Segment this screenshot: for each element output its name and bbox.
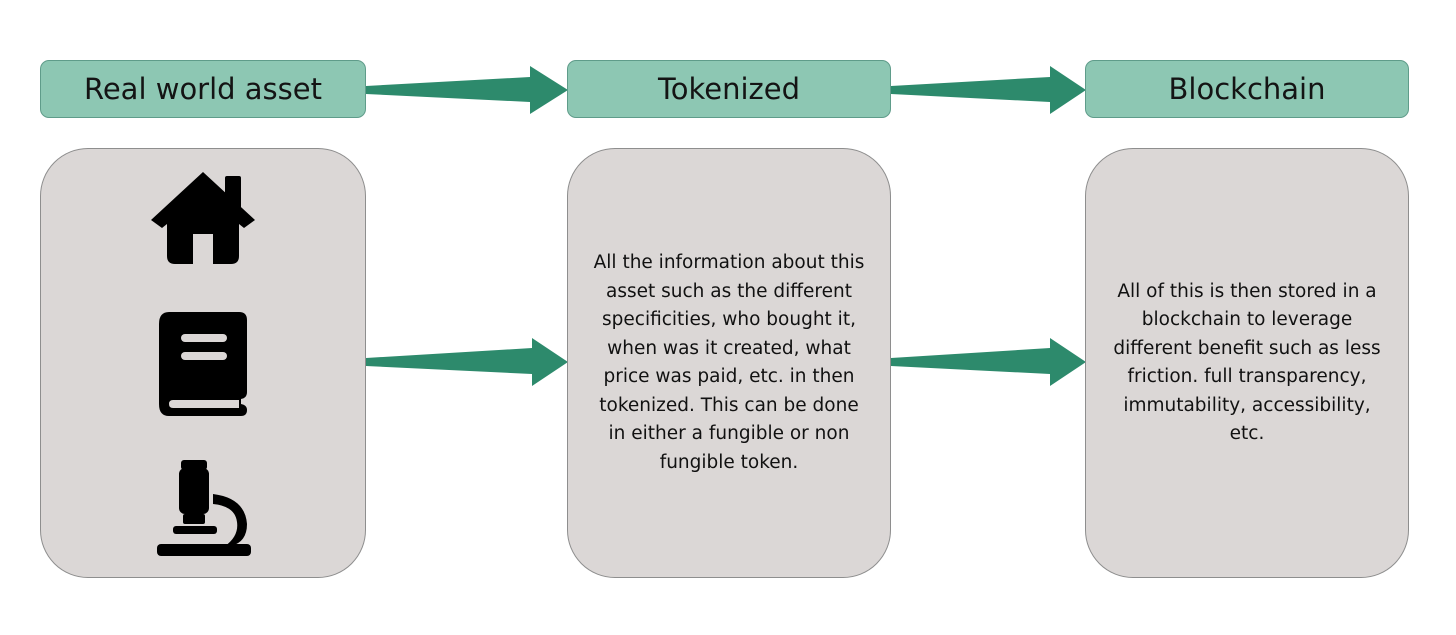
stage-description: All of this is then stored in a blockcha… <box>1113 280 1381 445</box>
arrow-card-2 <box>891 338 1086 386</box>
microscope-icon <box>157 460 251 556</box>
stage-title: Tokenized <box>657 72 801 106</box>
stage-title: Real world asset <box>83 72 322 106</box>
arrow-header-1 <box>366 66 568 114</box>
stage-card-blockchain: All of this is then stored in a blockcha… <box>1085 148 1409 578</box>
house-icon <box>151 172 255 264</box>
stage-header-real-world-asset: Real world asset <box>40 60 366 118</box>
stage-card-tokenized: All the information about this asset suc… <box>567 148 891 578</box>
book-icon <box>159 312 247 416</box>
stage-header-tokenized: Tokenized <box>567 60 891 118</box>
arrow-header-2 <box>891 66 1086 114</box>
stage-description: All the information about this asset suc… <box>593 252 865 473</box>
stage-header-blockchain: Blockchain <box>1085 60 1409 118</box>
stage-title: Blockchain <box>1168 72 1326 106</box>
arrow-card-1 <box>366 338 568 386</box>
